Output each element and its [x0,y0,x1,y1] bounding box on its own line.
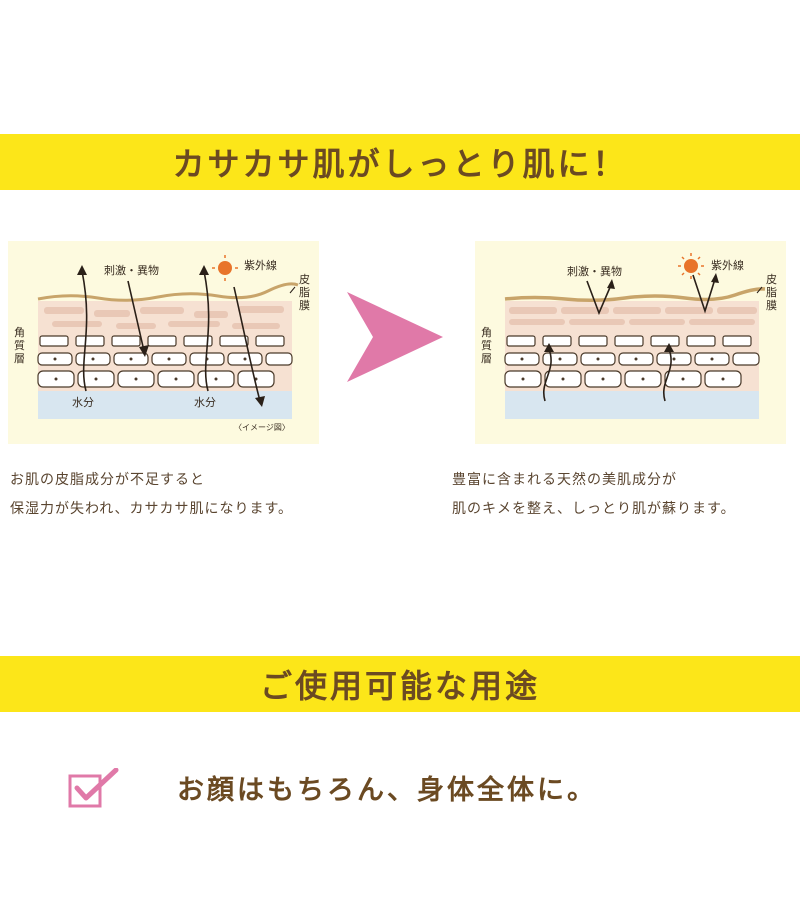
label-sebum: 皮 [299,273,310,286]
section-banner-transform: カサカサ肌がしっとり肌に！ [0,134,800,190]
section-title: カサカサ肌がしっとり肌に！ [172,145,628,183]
label-uv: 紫外線 [244,258,277,272]
label-sebum: 脂 [299,285,310,299]
label-sebum: 皮 [766,273,777,286]
label-sebum: 膜 [299,299,310,312]
caption-before: お肌の皮脂成分が不足すると 保湿力が失われ、カサカサ肌になります。 [10,466,293,524]
section-title: ご使用可能な用途 [259,667,540,705]
label-stratum: 質 [481,338,492,352]
label-stimulus: 刺激・異物 [567,264,622,278]
caption-line: 肌のキメを整え、しっとり肌が蘇ります。 [452,501,736,517]
caption-after: 豊富に含まれる天然の美肌成分が 肌のキメを整え、しっとり肌が蘇ります。 [452,466,736,524]
label-sebum: 膜 [766,299,777,312]
label-water: 水分 [72,396,94,409]
skin-diagram-before: 刺激・異物 紫外線 皮 脂 膜 角 質 層 水分 水分 〈イメージ図〉 [8,241,319,444]
label-sebum: 脂 [766,285,777,299]
label-stratum: 質 [14,338,25,352]
label-stratum: 層 [481,352,492,365]
usage-item: お顔はもちろん、身体全体に。 [177,775,597,806]
label-stratum: 角 [14,326,25,339]
label-water: 水分 [194,396,216,409]
arrow-right-icon [347,292,443,386]
skin-diagram-after: 刺激・異物 紫外線 皮 脂 膜 角 質 層 [475,241,786,444]
section-banner-usage: ご使用可能な用途 [0,656,800,712]
label-stimulus: 刺激・異物 [104,263,159,277]
caption-line: お肌の皮脂成分が不足すると [10,472,205,488]
label-stratum: 層 [14,352,25,365]
image-note: 〈イメージ図〉 [234,423,290,432]
caption-line: 保湿力が失われ、カサカサ肌になります。 [10,501,294,517]
label-uv: 紫外線 [711,258,744,272]
caption-line: 豊富に含まれる天然の美肌成分が [452,472,677,488]
label-stratum: 角 [481,326,492,339]
checkbox-checked-icon [68,767,120,812]
